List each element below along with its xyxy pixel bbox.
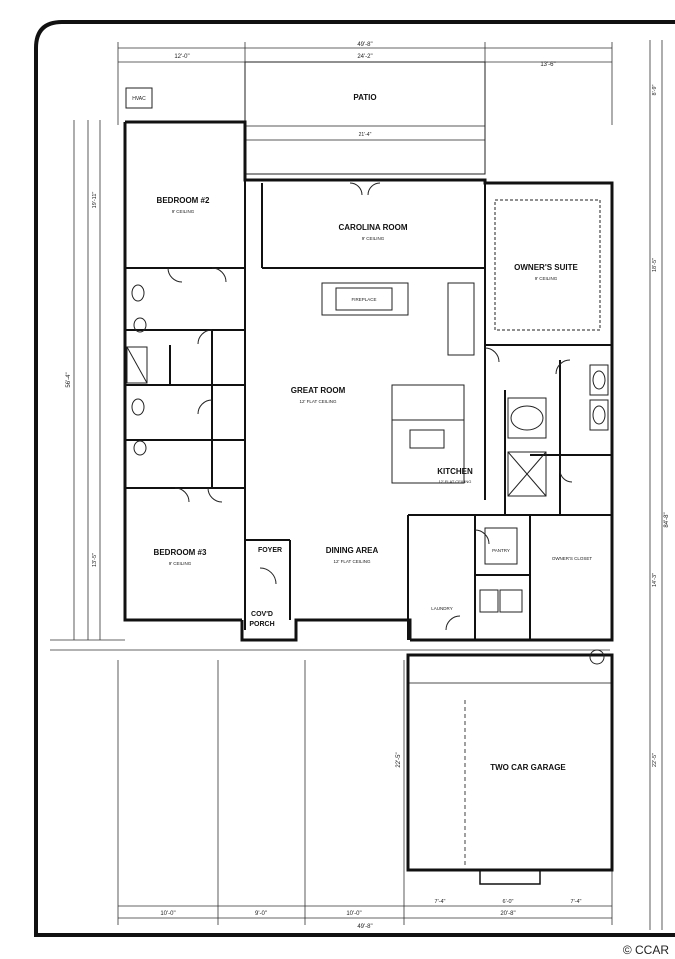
dim-top-right: 13'-6"	[540, 62, 555, 68]
ccar-watermark: © CCAR	[622, 943, 669, 957]
bedroom3-label: BEDROOM #3	[154, 548, 207, 557]
great-room-ceiling: 12' FLAT CEILING	[300, 399, 337, 404]
garage	[406, 653, 614, 885]
dim-garage-depth: 22'-5"	[396, 752, 402, 767]
fixtures	[126, 199, 609, 665]
dim-bottom-total: 49'-8"	[357, 924, 372, 930]
hvac-box	[125, 87, 153, 109]
bedroom3-ceiling: 9' CEILING	[169, 561, 192, 566]
dim-right-total: 84'-8"	[664, 512, 670, 527]
dim-right-a: 8'-9"	[652, 84, 658, 95]
dim-right-c: 14'-3"	[652, 573, 658, 587]
patio-label: PATIO	[353, 93, 376, 102]
pantry-label: PANTRY	[492, 548, 510, 553]
dining-area-label: DINING AREA	[326, 546, 379, 555]
dim-bottom-c: 10'-0"	[346, 911, 361, 917]
dim-left-total: 56'-4"	[66, 372, 72, 387]
dim-right-b: 18'-5"	[652, 258, 658, 272]
bedroom2-ceiling: 9' CEILING	[172, 209, 195, 214]
dining-area-ceiling: 12' FLAT CEILING	[334, 559, 371, 564]
dim-left-a: 19'-11"	[92, 192, 98, 209]
carolina-room-ceiling: 9' CEILING	[362, 236, 385, 241]
fireplace-label: FIREPLACE	[351, 297, 376, 302]
doors	[167, 182, 573, 631]
dim-left-b: 13'-5"	[92, 553, 98, 567]
kitchen-label: KITCHEN	[437, 467, 473, 476]
dim-bottom-f: 6'-0"	[503, 899, 514, 905]
dim-right-d: 22'-5"	[652, 753, 658, 767]
dim-top-total: 49'-8"	[357, 42, 372, 48]
dim-patio-width: 21'-4"	[359, 132, 372, 138]
owners-suite-label: OWNER'S SUITE	[514, 263, 578, 272]
dim-bottom-a: 10'-0"	[160, 911, 175, 917]
laundry-label: LAUNDRY	[431, 606, 452, 611]
porch-label-line1: COV'D	[251, 611, 273, 618]
porch-label-line2: PORCH	[249, 621, 274, 628]
interior-walls	[125, 122, 612, 640]
dim-bottom-b: 9'-0"	[255, 911, 267, 917]
kitchen-ceiling: 12' FLAT CEILING	[439, 479, 472, 484]
bedroom2-label: BEDROOM #2	[157, 196, 210, 205]
foyer-label: FOYER	[258, 547, 282, 554]
dim-bottom-g: 7'-4"	[571, 899, 582, 905]
patio	[244, 61, 486, 175]
page-border	[34, 20, 675, 937]
dim-bottom-e: 7'-4"	[435, 899, 446, 905]
dim-top-left: 12'-0"	[174, 54, 189, 60]
dim-top-mid: 24'-2"	[357, 54, 372, 60]
garage-label: TWO CAR GARAGE	[490, 763, 566, 772]
hvac-label: HVAC	[132, 96, 146, 102]
dim-bottom-d: 20'-8"	[500, 911, 515, 917]
owners-suite-ceiling: 9' CEILING	[535, 276, 558, 281]
dimension-labels: 49'-8" 12'-0" 24'-2" 13'-6" 21'-4" 49'-8…	[66, 42, 670, 930]
great-room-label: GREAT ROOM	[291, 386, 346, 395]
owners-closet-label: OWNER'S CLOSET	[552, 556, 593, 561]
carolina-room-label: CAROLINA ROOM	[338, 223, 407, 232]
